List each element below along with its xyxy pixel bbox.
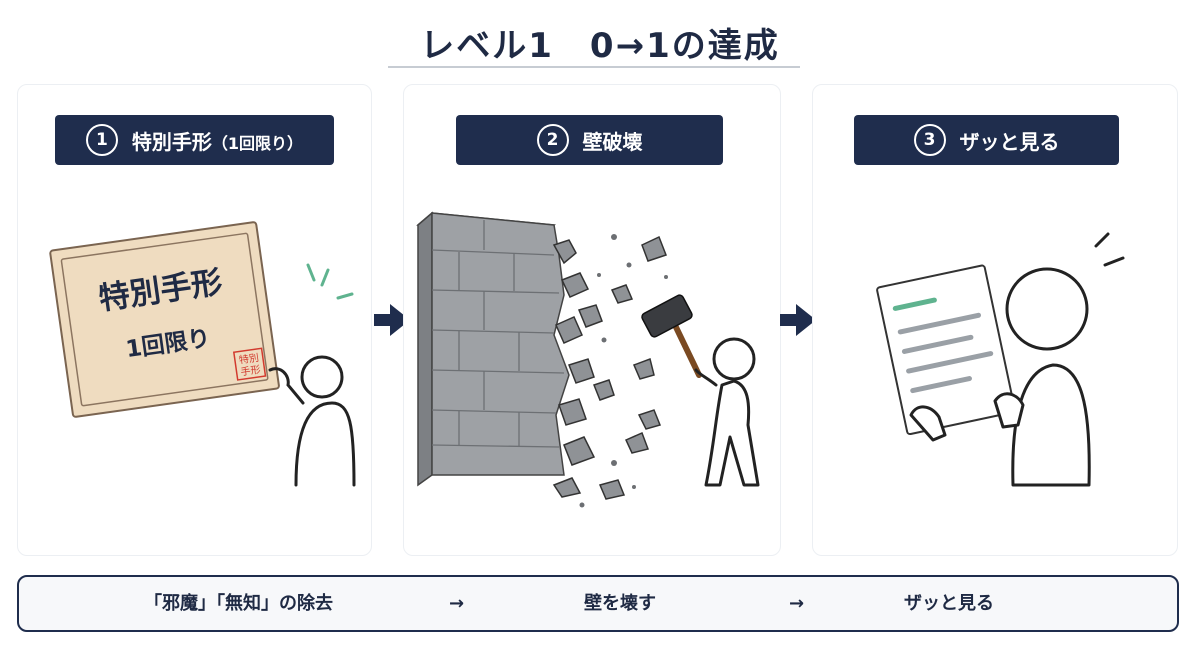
summary-item-glance: ザッと見る bbox=[904, 593, 994, 614]
step-number-1: 1 bbox=[85, 124, 118, 156]
step-header-2: 2 壁破壊 bbox=[456, 115, 723, 165]
step-header-1: 1 特別手形（1回限り） bbox=[55, 115, 334, 165]
stamp-seal: 特別 手形 bbox=[232, 347, 267, 381]
step-number-3: 3 bbox=[913, 124, 946, 156]
step-panel-2: 2 壁破壊 bbox=[403, 84, 781, 556]
flow-arrow-2 bbox=[780, 304, 816, 336]
summary-item-break-wall: 壁を壊す bbox=[584, 593, 656, 614]
title-underline bbox=[388, 66, 800, 68]
reading-illustration bbox=[876, 232, 1125, 487]
step-label-note-1: （1回限り） bbox=[211, 133, 304, 153]
step-panel-1: 1 特別手形（1回限り） 特別手形 1回限り 特別 手形 bbox=[17, 84, 372, 556]
person-figure bbox=[268, 355, 356, 487]
step-panel-3: 3 ザッと見る bbox=[812, 84, 1178, 556]
rubble bbox=[552, 235, 667, 500]
certificate-illustration: 特別手形 1回限り 特別 手形 bbox=[49, 221, 356, 487]
step-label-3: ザッと見る bbox=[959, 129, 1060, 154]
svg-text:手形: 手形 bbox=[240, 363, 262, 379]
wall-breaking-illustration bbox=[416, 211, 760, 508]
flow-arrow-1 bbox=[374, 304, 410, 336]
brick-wall bbox=[416, 211, 570, 487]
attention-lines bbox=[306, 263, 354, 300]
summary-item-removal: 「邪魔」「無知」の除去 bbox=[144, 593, 333, 614]
hands bbox=[909, 392, 1025, 442]
summary-bar: 「邪魔」「無知」の除去 → 壁を壊す → ザッと見る bbox=[17, 575, 1179, 632]
page-title: レベル1 0→1の達成 bbox=[420, 26, 780, 66]
attention-lines bbox=[1094, 232, 1125, 267]
hammer-icon bbox=[641, 294, 702, 378]
svg-text:特別: 特別 bbox=[238, 352, 259, 367]
step-number-2: 2 bbox=[536, 124, 569, 156]
debris-bits bbox=[579, 234, 668, 508]
document-paper bbox=[876, 264, 1016, 436]
step-header-3: 3 ザッと見る bbox=[854, 115, 1119, 165]
certificate-card: 特別手形 1回限り 特別 手形 bbox=[49, 221, 280, 418]
person-figure bbox=[1005, 267, 1091, 487]
step-label-2: 壁破壊 bbox=[582, 129, 643, 154]
step-label-1: 特別手形 bbox=[131, 129, 212, 154]
summary-arrow-2: → bbox=[789, 593, 805, 614]
person-figure bbox=[694, 337, 760, 487]
summary-arrow-1: → bbox=[449, 593, 465, 614]
